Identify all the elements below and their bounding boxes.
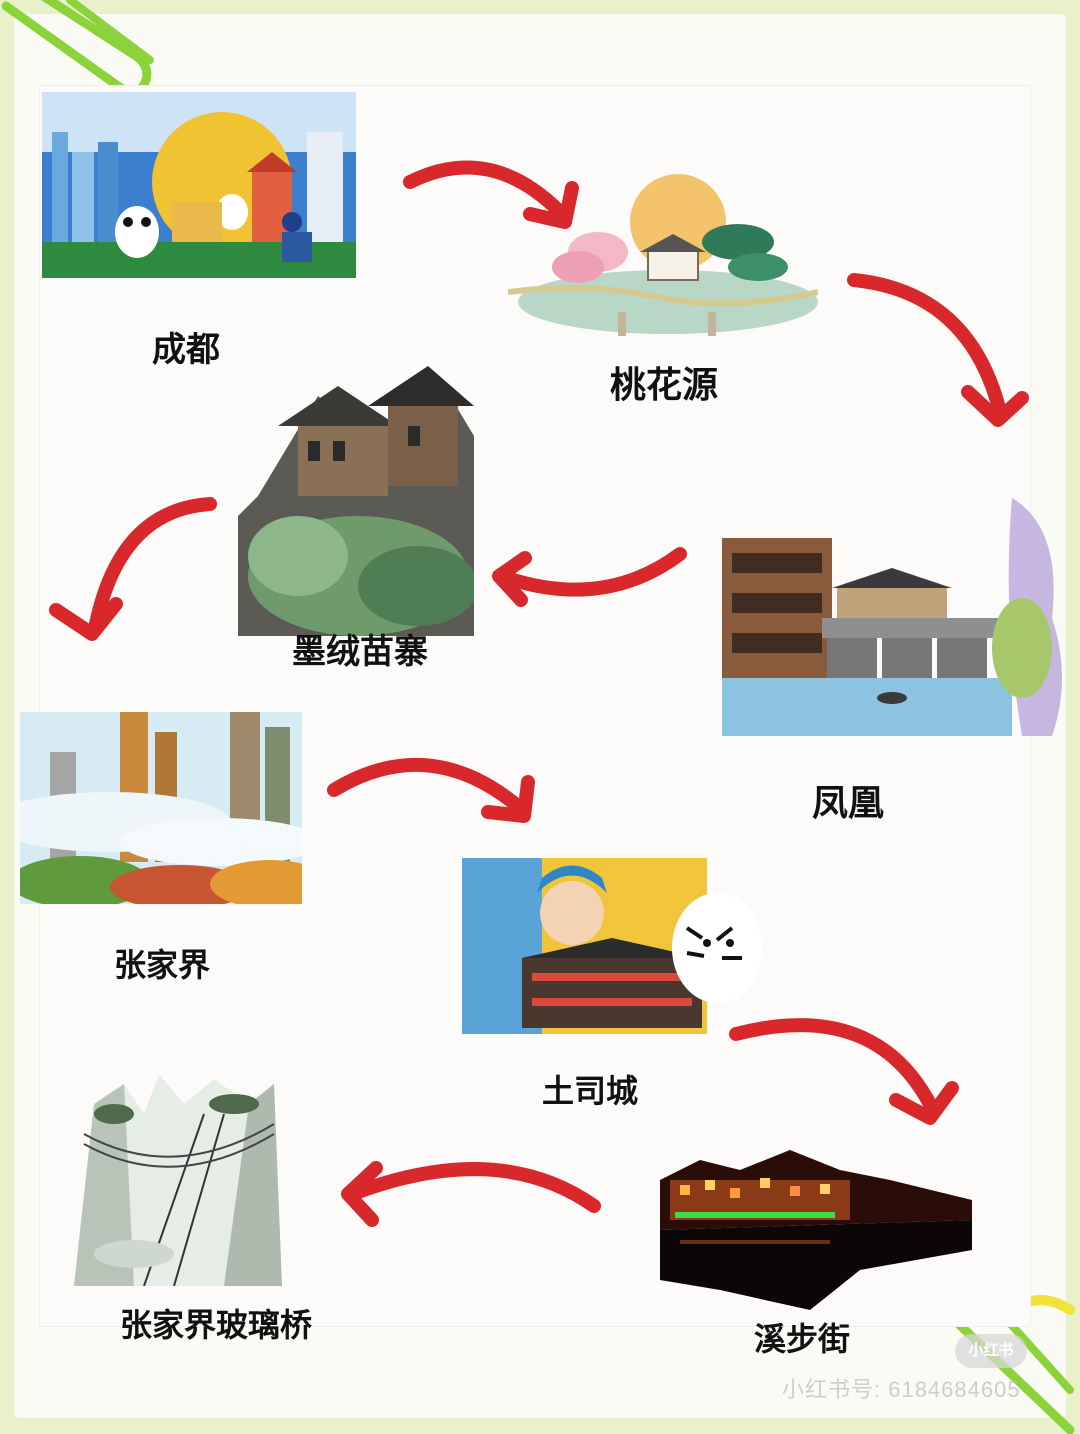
label-taohuayuan: 桃花源 (610, 365, 719, 406)
xibujie-image (660, 1140, 972, 1310)
label-morong: 墨绒苗寨 (292, 632, 428, 672)
label-zhangjiajie: 张家界 (114, 946, 211, 984)
label-glassbridge: 张家界玻璃桥 (120, 1306, 313, 1344)
arrow-xibujie-to-glassbridge (341, 1161, 601, 1227)
arrow-chengdu-to-taohuayuan (403, 160, 579, 229)
label-tusicheng: 土司城 (542, 1072, 639, 1110)
tusi-city-illustration-icon (462, 858, 762, 1034)
garden-illustration-icon (508, 174, 818, 336)
watermark-text: 小红书号: 6184684605 (782, 1377, 1021, 1402)
tusicheng-image (462, 858, 762, 1034)
morong-image (238, 356, 474, 636)
mountain-illustration-icon (20, 712, 302, 904)
xiaohongshu-logo-icon: 小红书 (955, 1334, 1027, 1368)
arrow-fenghuang-to-morong (492, 547, 687, 607)
arrow-zhangjiajie-to-tusicheng (327, 758, 535, 823)
zhangjiajie-image (20, 712, 302, 904)
arrow-taohuayuan-to-fenghuang (847, 273, 1029, 427)
label-fenghuang: 凤凰 (812, 783, 885, 824)
fenghuang-image (722, 498, 1072, 736)
bridge-town-illustration-icon (722, 498, 1062, 736)
glass-bridge-illustration-icon (74, 1074, 282, 1286)
village-illustration-icon (238, 366, 474, 636)
chengdu-image (42, 92, 356, 278)
taohuayuan-image (508, 172, 818, 350)
arrow-morong-to-zhangjiajie (49, 497, 217, 641)
label-xibujie: 溪步街 (754, 1320, 851, 1358)
night-street-illustration-icon (660, 1150, 972, 1310)
arrow-tusicheng-to-xibujie (729, 1018, 959, 1125)
label-chengdu: 成都 (152, 330, 220, 370)
glassbridge-image (74, 1074, 282, 1286)
city-illustration-icon (42, 92, 356, 278)
